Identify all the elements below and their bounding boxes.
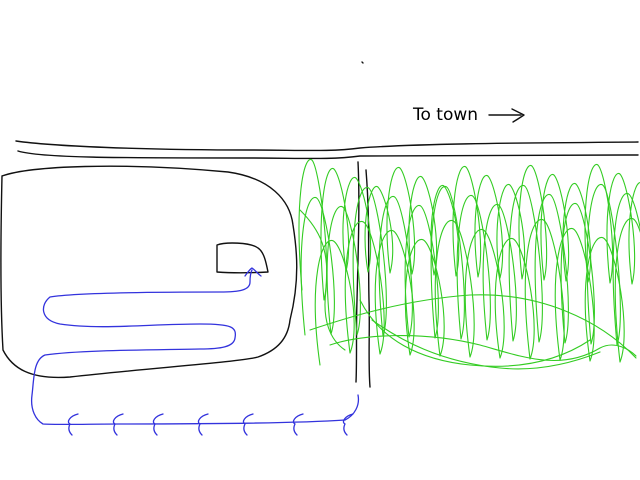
stray-dot — [361, 61, 364, 64]
vegetation-stroke — [298, 158, 640, 301]
field-boundary — [0, 165, 298, 379]
vegetation-scribble — [298, 158, 640, 370]
route-arrowhead — [244, 267, 262, 277]
route-arrowhead — [67, 413, 79, 436]
vegetation-loop — [371, 319, 601, 370]
vegetation-stroke — [300, 183, 640, 346]
walking-route-line — [30, 269, 360, 426]
route-arrowhead — [197, 413, 209, 436]
road — [15, 140, 639, 160]
hedge-line-inner — [365, 169, 371, 388]
vegetation-loop — [309, 294, 637, 359]
road-lower-edge — [17, 150, 639, 160]
route-arrowhead — [292, 413, 304, 436]
walking-route — [30, 267, 360, 436]
route-arrowhead — [342, 413, 354, 436]
road-sign-label: To town — [412, 105, 478, 125]
vegetation-stroke — [314, 217, 640, 366]
route-arrowhead — [242, 413, 254, 436]
vegetation-loop — [299, 209, 346, 351]
road-upper-edge — [15, 140, 639, 152]
route-direction-arrows — [67, 267, 354, 436]
right-arrow-icon — [488, 108, 525, 123]
hedge-line — [355, 161, 360, 383]
route-arrowhead — [112, 413, 124, 436]
small-building — [216, 242, 269, 274]
vegetation-loop — [359, 299, 591, 367]
route-arrowhead — [152, 413, 164, 436]
vegetation-loop — [329, 334, 637, 361]
